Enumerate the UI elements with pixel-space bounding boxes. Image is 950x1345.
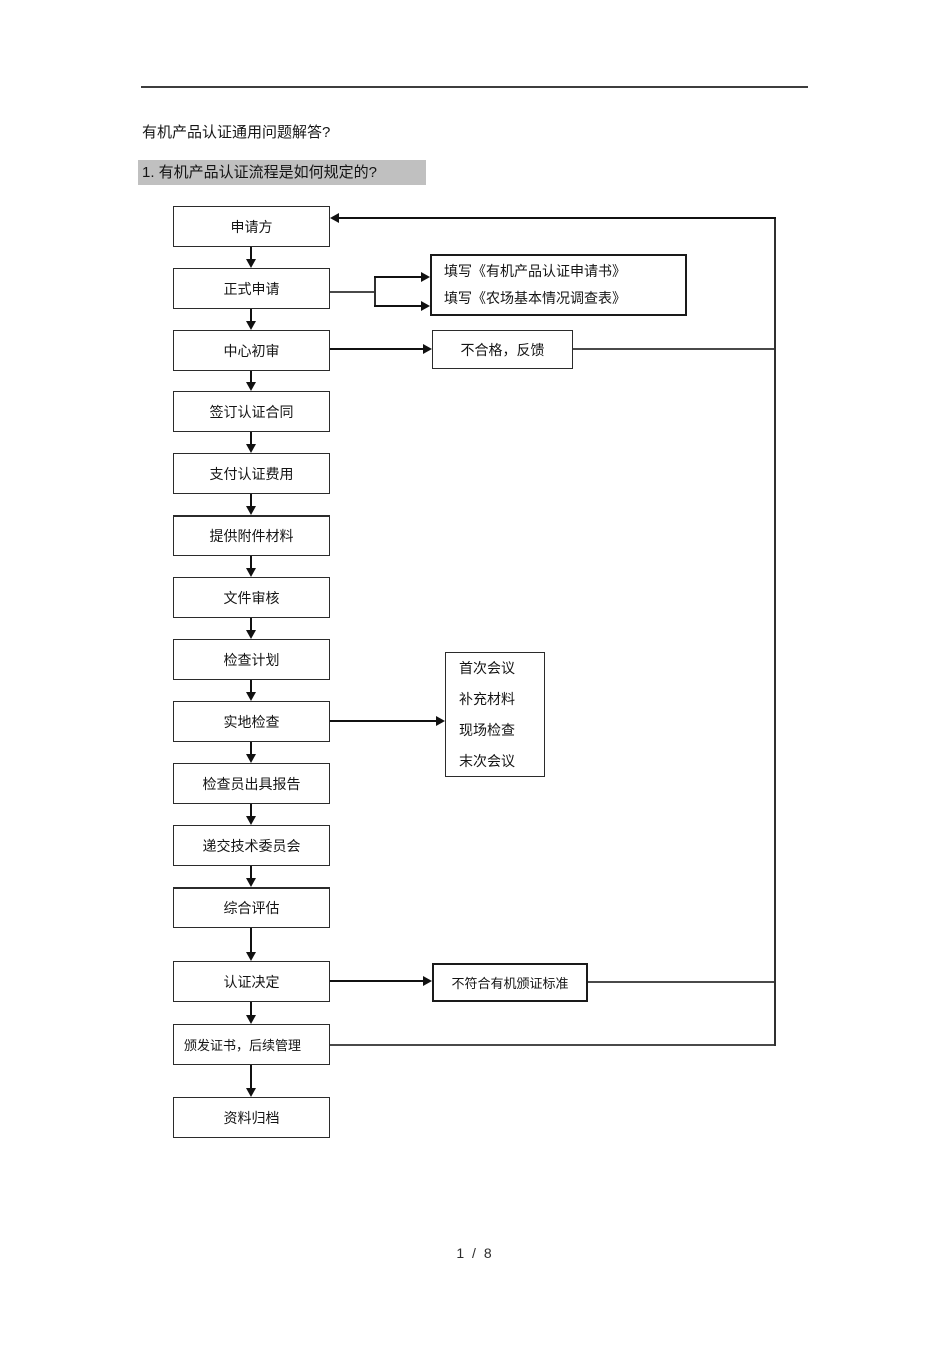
- connector-line: [374, 277, 376, 307]
- down-arrow: [246, 309, 256, 330]
- flow-step-inspector-report: 检查员出具报告: [173, 763, 330, 804]
- site-visit-line: 首次会议: [459, 659, 515, 676]
- document-title: 有机产品认证通用问题解答?: [142, 124, 331, 141]
- flow-step-pay-fee: 支付认证费用: [173, 453, 330, 494]
- feedback-line: [573, 348, 775, 350]
- flow-step-label: 资料归档: [223, 1109, 280, 1126]
- fail-feedback-label: 不合格，反馈: [460, 341, 545, 358]
- down-arrow: [246, 556, 256, 577]
- form-note-line: 填写《农场基本情况调查表》: [444, 290, 626, 306]
- down-arrow: [246, 494, 256, 515]
- feedback-line: [588, 981, 775, 983]
- flow-step-label: 提供附件材料: [209, 528, 294, 544]
- header-rule: [141, 86, 808, 88]
- down-arrow: [246, 1065, 256, 1097]
- left-arrow: [330, 213, 776, 223]
- site-visit-line: 现场检查: [459, 721, 515, 738]
- flow-step-submit-technical-committee: 递交技术委员会: [173, 825, 330, 866]
- flow-step-label: 检查员出具报告: [202, 775, 301, 792]
- site-visit-line: 补充材料: [459, 690, 515, 707]
- flow-step-label: 实地检查: [223, 713, 280, 730]
- flow-step-label: 签订认证合同: [209, 403, 294, 420]
- non-compliant-label: 不符合有机颁证标准: [451, 976, 569, 991]
- right-arrow: [330, 976, 432, 986]
- flow-step-formal-application: 正式申请: [173, 268, 330, 309]
- flow-step-label: 正式申请: [223, 280, 280, 297]
- right-arrow: [374, 272, 430, 282]
- flow-step-archive: 资料归档: [173, 1097, 330, 1138]
- flow-step-label: 认证决定: [223, 973, 280, 990]
- down-arrow: [246, 432, 256, 453]
- down-arrow: [246, 804, 256, 825]
- section-heading: 1. 有机产品认证流程是如何规定的?: [138, 160, 426, 185]
- flow-step-document-review: 文件审核: [173, 577, 330, 618]
- page-number: 1 / 8: [456, 1245, 494, 1261]
- feedback-return-line: [774, 218, 776, 1046]
- site-visit-agenda: 首次会议 补充材料 现场检查 末次会议: [445, 652, 545, 777]
- right-arrow: [330, 716, 445, 726]
- flow-step-label: 递交技术委员会: [202, 837, 301, 854]
- flow-step-label: 支付认证费用: [209, 465, 294, 482]
- right-arrow: [374, 301, 430, 311]
- flow-step-label: 检查计划: [223, 651, 280, 668]
- fail-feedback-note: 不合格，反馈: [432, 330, 573, 369]
- flow-step-label: 申请方: [230, 218, 273, 235]
- flow-step-label: 中心初审: [223, 342, 280, 359]
- form-note-line: 填写《有机产品认证申请书》: [444, 263, 626, 279]
- flow-step-sign-contract: 签订认证合同: [173, 391, 330, 432]
- site-visit-line: 末次会议: [459, 752, 515, 769]
- flow-step-applicant: 申请方: [173, 206, 330, 247]
- flow-step-label: 文件审核: [223, 589, 280, 606]
- right-arrow: [330, 344, 432, 354]
- flow-step-certification-decision: 认证决定: [173, 961, 330, 1002]
- flow-step-comprehensive-evaluation: 综合评估: [173, 887, 330, 928]
- form-filling-note: 填写《有机产品认证申请书》 填写《农场基本情况调查表》: [430, 254, 687, 316]
- flow-step-label: 颁发证书，后续管理: [184, 1038, 302, 1053]
- down-arrow: [246, 371, 256, 391]
- flow-step-inspection-plan: 检查计划: [173, 639, 330, 680]
- down-arrow: [246, 618, 256, 639]
- connector-line: [330, 291, 375, 293]
- down-arrow: [246, 928, 256, 961]
- down-arrow: [246, 680, 256, 701]
- flow-step-label: 综合评估: [223, 900, 280, 916]
- down-arrow: [246, 866, 256, 887]
- flow-step-provide-attachments: 提供附件材料: [173, 515, 330, 556]
- feedback-line: [330, 1044, 775, 1046]
- flow-step-center-preliminary-review: 中心初审: [173, 330, 330, 371]
- down-arrow: [246, 742, 256, 763]
- flow-step-issue-certificate: 颁发证书，后续管理: [173, 1024, 330, 1065]
- flow-step-onsite-inspection: 实地检查: [173, 701, 330, 742]
- down-arrow: [246, 247, 256, 268]
- non-compliant-note: 不符合有机颁证标准: [432, 963, 588, 1002]
- down-arrow: [246, 1002, 256, 1024]
